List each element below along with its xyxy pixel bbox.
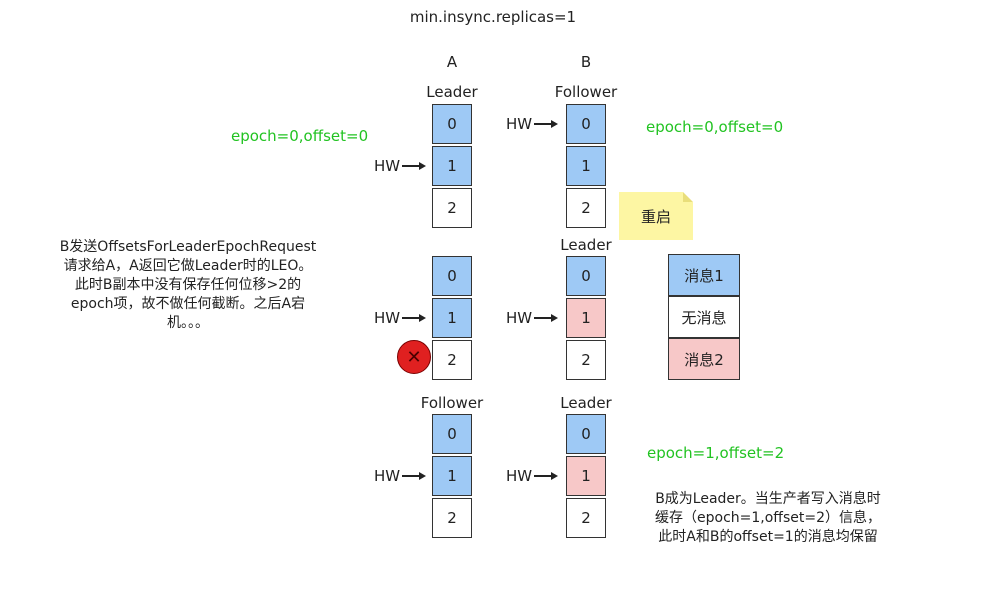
description-line: 缓存（epoch=1,offset=2）信息， bbox=[655, 510, 881, 526]
message-item: 消息1 bbox=[668, 254, 740, 296]
log-cell: 2 bbox=[432, 188, 472, 228]
arrow-right-icon bbox=[534, 470, 559, 482]
hw-marker: HW bbox=[506, 115, 559, 133]
log-cell: 1 bbox=[432, 146, 472, 186]
description-line: B成为Leader。当生产者写入消息时 bbox=[655, 491, 881, 507]
log-cell: 1 bbox=[432, 298, 472, 338]
description-line: epoch项，故不做任何截断。之后A宕 bbox=[70, 296, 306, 312]
arrow-right-icon bbox=[402, 470, 427, 482]
log-cell: 0 bbox=[566, 414, 606, 454]
replica-b-role-label: Leader bbox=[560, 394, 612, 412]
replica-a-role-label: Follower bbox=[420, 394, 484, 412]
right-description: B成为Leader。当生产者写入消息时 缓存（epoch=1,offset=2）… bbox=[618, 490, 918, 547]
hw-marker: HW bbox=[374, 309, 427, 327]
hw-marker: HW bbox=[374, 157, 427, 175]
hw-marker: HW bbox=[374, 467, 427, 485]
arrow-right-icon bbox=[534, 312, 559, 324]
hw-label: HW bbox=[506, 467, 533, 485]
left-description: B发送OffsetsForLeaderEpochRequest 请求给A，A返回… bbox=[14, 238, 362, 333]
epoch-label-b: epoch=0,offset=0 bbox=[646, 118, 784, 136]
x-circle-icon: ✕ bbox=[397, 340, 431, 374]
log-cell: 2 bbox=[432, 498, 472, 538]
log-cell: 1 bbox=[566, 298, 606, 338]
log-cell: 2 bbox=[566, 498, 606, 538]
log-cell: 2 bbox=[432, 340, 472, 380]
diagram-title: min.insync.replicas=1 bbox=[409, 8, 577, 26]
hw-label: HW bbox=[506, 115, 533, 133]
log-cell: 0 bbox=[432, 414, 472, 454]
log-cell: 2 bbox=[566, 340, 606, 380]
arrow-right-icon bbox=[402, 312, 427, 324]
epoch-label-a: epoch=0,offset=0 bbox=[231, 127, 369, 145]
hw-marker: HW bbox=[506, 309, 559, 327]
description-line: 机。。。 bbox=[167, 315, 209, 331]
restart-note: 重启 bbox=[619, 192, 693, 240]
description-line: 此时B副本中没有保存任何位移>2的 bbox=[74, 277, 302, 293]
hw-label: HW bbox=[506, 309, 533, 327]
replica-b-role-label: Leader bbox=[560, 236, 612, 254]
description-line: 此时A和B的offset=1的消息均保留 bbox=[658, 529, 878, 545]
log-cell: 1 bbox=[432, 456, 472, 496]
hw-label: HW bbox=[374, 309, 401, 327]
message-item: 无消息 bbox=[668, 296, 740, 338]
description-line: B发送OffsetsForLeaderEpochRequest bbox=[59, 239, 317, 255]
description-line: 请求给A，A返回它做Leader时的LEO。 bbox=[63, 258, 313, 274]
hw-label: HW bbox=[374, 467, 401, 485]
log-cell: 0 bbox=[566, 104, 606, 144]
log-cell: 1 bbox=[566, 456, 606, 496]
epoch-label-b-new: epoch=1,offset=2 bbox=[647, 444, 785, 462]
replica-a-role-label: Leader bbox=[426, 83, 478, 101]
message-item: 消息2 bbox=[668, 338, 740, 380]
arrow-right-icon bbox=[402, 160, 427, 172]
log-cell: 0 bbox=[432, 256, 472, 296]
column-a-header: A bbox=[446, 53, 458, 71]
hw-marker: HW bbox=[506, 467, 559, 485]
log-cell: 0 bbox=[432, 104, 472, 144]
log-cell: 2 bbox=[566, 188, 606, 228]
hw-label: HW bbox=[374, 157, 401, 175]
replica-b-role-label: Follower bbox=[554, 83, 618, 101]
log-cell: 1 bbox=[566, 146, 606, 186]
column-b-header: B bbox=[580, 53, 592, 71]
arrow-right-icon bbox=[534, 118, 559, 130]
log-cell: 0 bbox=[566, 256, 606, 296]
